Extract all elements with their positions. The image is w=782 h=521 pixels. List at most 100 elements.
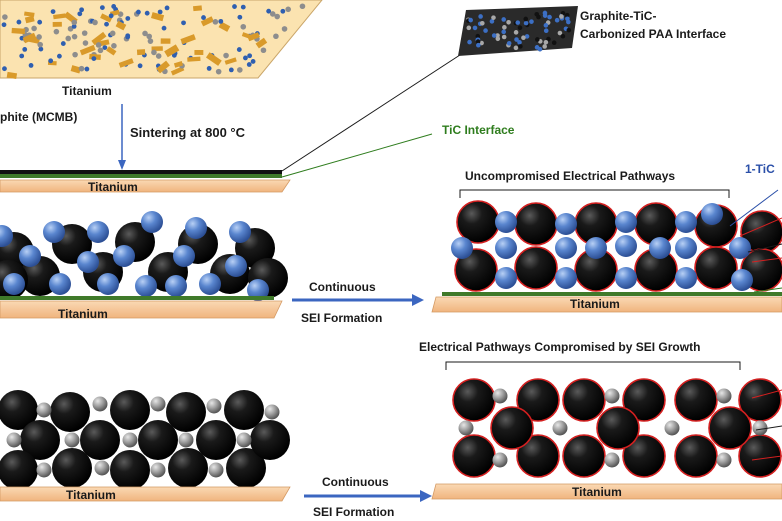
tic-dot [232, 4, 237, 9]
tic-dot [38, 46, 44, 52]
graphite-dot [281, 26, 288, 32]
tic-particle [199, 273, 221, 295]
callout-line-green [753, 287, 782, 293]
binder-flake [218, 21, 231, 32]
graphite-dot [72, 51, 78, 58]
tic-dot [206, 66, 212, 71]
graphite-sei-particle [596, 406, 640, 450]
tic-dot [60, 41, 66, 46]
graphite-gray-particle [604, 452, 620, 468]
tic-particle [225, 255, 247, 277]
tic-dot [48, 58, 54, 64]
graphite-dot [31, 25, 37, 32]
tic-particle [185, 217, 207, 239]
tic-electrode-right: Titanium [431, 200, 782, 313]
callout-line-black [755, 425, 782, 431]
interface-label-line1: Graphite-TiC- [580, 9, 656, 23]
inset-dot [506, 40, 512, 46]
graphite-sei-particle [562, 434, 606, 478]
graphite-particle [166, 392, 206, 432]
graphite-dot [285, 6, 291, 13]
titanium-substrate-b [0, 179, 291, 193]
inset-dot [543, 23, 549, 28]
titanium-label-f: Titanium [572, 485, 622, 499]
binder-flake [24, 15, 35, 24]
graphite-dot [147, 38, 154, 44]
tic-particle [555, 213, 577, 235]
callout-line-red [751, 389, 782, 399]
inset-dot [514, 37, 519, 42]
graphite-gray-particle [150, 462, 166, 478]
tic-particle [649, 237, 671, 259]
tic-dot [161, 25, 167, 31]
tic-particle [247, 279, 269, 301]
inset-dot [534, 11, 540, 17]
graphite-particle [50, 392, 90, 432]
slurry-panel: Titanium [0, 0, 323, 98]
tic-dot [108, 13, 114, 19]
tic-dot [57, 53, 62, 59]
tic-dot [164, 5, 170, 11]
graphite-dot [269, 11, 276, 17]
inset-dot [491, 15, 496, 20]
tic-dot [243, 55, 248, 61]
binder-flake [160, 38, 171, 44]
tic-callout-line [281, 133, 433, 178]
inset-dot [560, 33, 566, 39]
inset-dot [518, 44, 523, 49]
tic-dot [157, 9, 163, 15]
graphite-gray-particle [206, 398, 222, 414]
graphite-dot [65, 35, 72, 42]
inset-dot [521, 35, 526, 41]
compromised-bracket [445, 361, 741, 370]
uncompromised-bracket [459, 189, 730, 198]
graphite-gray-particle [716, 452, 732, 468]
inset-dot [524, 34, 530, 39]
inset-dot [513, 45, 519, 51]
graphite-dot [212, 19, 219, 25]
graphite-sei-particle [694, 246, 738, 290]
binder-flake [224, 57, 237, 65]
graphite-dot [111, 42, 117, 49]
tic-dot [1, 22, 7, 28]
graphite-gray-particle [492, 452, 508, 468]
titanium-label-e: Titanium [66, 488, 116, 502]
graphite-gray-particle [36, 402, 52, 418]
callout-1-tic: 1-TiC [745, 162, 775, 176]
binder-flake [193, 5, 203, 12]
graphite-dot [146, 33, 153, 40]
inset-dot [480, 20, 485, 26]
graphite-gray-particle [178, 432, 194, 448]
inset-dot [466, 25, 472, 31]
binder-flake [156, 60, 170, 74]
tic-particle [675, 267, 697, 289]
titanium-substrate-e [0, 486, 291, 502]
graphite-particle [0, 450, 38, 490]
interface-inset-particles [465, 10, 572, 52]
binder-flake [100, 13, 113, 23]
callout-line-red [751, 455, 782, 461]
tic-particle [675, 211, 697, 233]
tic-dot [99, 5, 105, 10]
tic-dot [137, 63, 143, 69]
inset-dot [502, 25, 507, 30]
slurry-particles [1, 3, 306, 80]
binder-flake [118, 58, 134, 68]
plain-electrode-left: Titanium [0, 390, 291, 502]
tic-dot [228, 67, 234, 73]
graphite-particle [224, 390, 264, 430]
binder-flake [24, 11, 35, 17]
graphite-dot [109, 30, 116, 37]
tic-dot [19, 53, 25, 59]
graphite-gray-particle [716, 388, 732, 404]
graphite-dot [36, 34, 42, 40]
titanium-substrate-c [0, 300, 283, 319]
graphite-particle [20, 420, 60, 460]
graphite-dot [299, 3, 306, 10]
inset-dot [564, 12, 570, 18]
graphite-dot [223, 52, 229, 59]
tic-dot [237, 14, 243, 20]
tic-particle [135, 275, 157, 297]
tic-particle [555, 267, 577, 289]
